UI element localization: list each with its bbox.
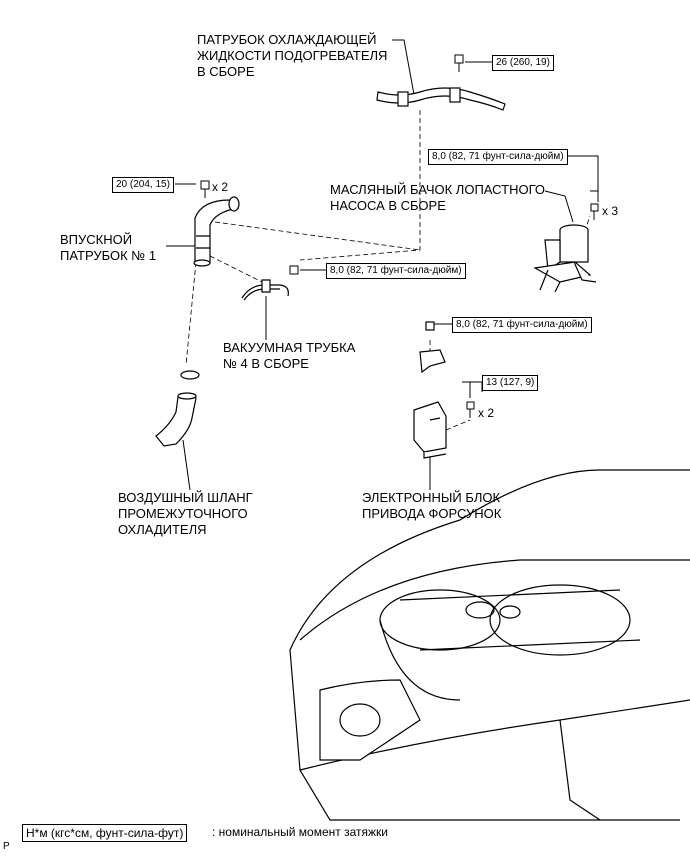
torque-intake-bolt: 20 (204, 15) bbox=[112, 177, 174, 193]
dash-intake-to-center bbox=[214, 221, 421, 251]
label-oil-reservoir-line1: МАСЛЯНЫЙ БАЧОК ЛОПАСТНОГО bbox=[330, 182, 545, 197]
label-heater-pipe-line1: ПАТРУБОК ОХЛАЖДАЮЩЕЙ bbox=[197, 32, 377, 47]
leader-reservoir bbox=[544, 190, 574, 223]
dash-heater-to-intake bbox=[299, 110, 421, 261]
label-intercooler-hose-line3: ОХЛАДИТЕЛЯ bbox=[118, 522, 207, 537]
torque-heater-pipe-bolt: 26 (260, 19) bbox=[492, 55, 554, 71]
label-intake-pipe-line2: ПАТРУБОК № 1 bbox=[60, 248, 157, 263]
label-injector-driver-line2: ПРИВОДА ФОРСУНОК bbox=[362, 506, 502, 521]
torque-reservoir-bolt: 8,0 (82, 71 фунт-сила-дюйм) bbox=[428, 149, 568, 165]
intake-pipe-part bbox=[193, 196, 240, 267]
vacuum-tube-part bbox=[241, 279, 289, 301]
torque-vacuum-bolt: 8,0 (82, 71 фунт-сила-дюйм) bbox=[326, 263, 466, 279]
label-heater-pipe-line2: ЖИДКОСТИ ПОДОГРЕВАТЕЛЯ bbox=[197, 48, 388, 63]
label-vacuum-tube-line2: № 4 В СБОРЕ bbox=[223, 356, 309, 371]
dash-driver-bolt bbox=[445, 419, 471, 431]
reservoir-bolt bbox=[590, 203, 599, 220]
leader-driver-bolt bbox=[462, 381, 483, 398]
heater-pipe-bolt bbox=[454, 54, 464, 72]
intercooler-hose-part bbox=[155, 370, 200, 447]
heater-pipe-part bbox=[376, 87, 506, 111]
dash-intake-to-hose bbox=[185, 261, 197, 366]
label-heater-pipe: ПАТРУБОК ОХЛАЖДАЮЩЕЙ ЖИДКОСТИ ПОДОГРЕВАТ… bbox=[197, 32, 387, 80]
dash-intake-to-vacuum bbox=[209, 255, 267, 285]
intake-bolt bbox=[200, 180, 210, 198]
multiplier-reservoir: x 3 bbox=[602, 204, 619, 218]
label-oil-reservoir-line2: НАСОСА В СБОРЕ bbox=[330, 198, 446, 213]
label-intercooler-hose-line1: ВОЗДУШНЫЙ ШЛАНГ bbox=[118, 490, 253, 505]
label-intake-pipe-line1: ВПУСКНОЙ bbox=[60, 232, 133, 247]
label-intake-pipe: ВПУСКНОЙ ПАТРУБОК № 1 bbox=[60, 232, 156, 264]
label-intercooler-hose: ВОЗДУШНЫЙ ШЛАНГ ПРОМЕЖУТОЧНОГО ОХЛАДИТЕЛ… bbox=[118, 490, 253, 538]
label-oil-reservoir: МАСЛЯНЫЙ БАЧОК ЛОПАСТНОГО НАСОСА В СБОРЕ bbox=[330, 182, 545, 214]
driver-bolt bbox=[466, 401, 475, 418]
corner-mark: P bbox=[3, 841, 10, 852]
multiplier-intake: x 2 bbox=[212, 180, 229, 194]
torque-driver-bracket-bolt: 8,0 (82, 71 фунт-сила-дюйм) bbox=[452, 317, 592, 333]
label-intercooler-hose-line2: ПРОМЕЖУТОЧНОГО bbox=[118, 506, 248, 521]
torque-driver-bolt: 13 (127, 9) bbox=[482, 375, 539, 391]
injector-driver-bracket bbox=[419, 321, 446, 374]
label-vacuum-tube-line1: ВАКУУМНАЯ ТРУБКА bbox=[223, 340, 356, 355]
label-injector-driver-line1: ЭЛЕКТРОННЫЙ БЛОК bbox=[362, 490, 501, 505]
oil-reservoir-part bbox=[533, 224, 597, 293]
label-vacuum-tube: ВАКУУМНАЯ ТРУБКА № 4 В СБОРЕ bbox=[223, 340, 355, 372]
label-injector-driver: ЭЛЕКТРОННЫЙ БЛОК ПРИВОДА ФОРСУНОК bbox=[362, 490, 501, 522]
legend-unit-key: Н*м (кгс*см, фунт-сила-фут) bbox=[22, 824, 188, 842]
leader-intercooler-hose bbox=[182, 439, 191, 491]
leader-reservoir-bolt-box bbox=[590, 190, 599, 202]
legend-description: : номинальный момент затяжки bbox=[212, 825, 388, 839]
injector-driver-part bbox=[413, 401, 447, 459]
label-heater-pipe-line3: В СБОРЕ bbox=[197, 64, 255, 79]
multiplier-driver: x 2 bbox=[478, 406, 495, 420]
leader-heater-pipe bbox=[392, 39, 416, 101]
vacuum-bolt bbox=[289, 265, 299, 275]
vehicle-engine-bay bbox=[289, 469, 690, 821]
